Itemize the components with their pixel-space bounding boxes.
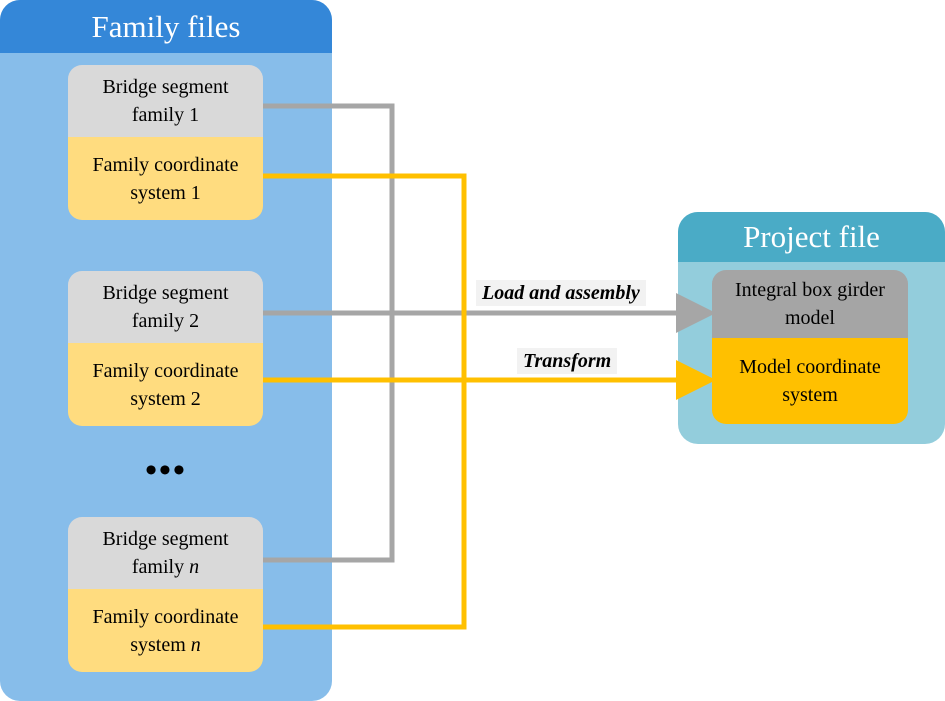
- segment-label-prefix: family: [131, 310, 190, 332]
- family-coordinate-system-n: Family coordinate system n: [68, 589, 263, 672]
- project-file-title: Project file: [678, 212, 945, 262]
- family-coordinate-system-1: Family coordinate system 1: [68, 137, 263, 220]
- model-coordinate-system: Model coordinate system: [712, 338, 908, 424]
- family-card-n: Bridge segment family n Family coordinat…: [68, 517, 263, 672]
- coord-index: 2: [190, 387, 201, 410]
- coord-label-line1: Family coordinate: [92, 153, 239, 176]
- family-card-2: Bridge segment family 2 Family coordinat…: [68, 271, 263, 426]
- segment-index: 1: [189, 104, 200, 126]
- bridge-segment-family-n: Bridge segment family n: [68, 517, 263, 589]
- family-card-1: Bridge segment family 1 Family coordinat…: [68, 65, 263, 220]
- ellipsis-dots: •••: [145, 452, 187, 489]
- gray-connector-1: [263, 103, 395, 563]
- segment-label-line1: Bridge segment: [102, 76, 229, 98]
- transform-label: Transform: [517, 348, 618, 374]
- coord-label-prefix: system: [130, 633, 191, 656]
- family-coordinate-system-2: Family coordinate system 2: [68, 343, 263, 426]
- bridge-segment-family-2: Bridge segment family 2: [68, 271, 263, 343]
- family-files-title: Family files: [0, 0, 332, 53]
- coord-label-line1: Family coordinate: [92, 605, 239, 628]
- coord-index: n: [190, 633, 201, 656]
- coord-label-prefix: system: [130, 387, 191, 410]
- yellow-connector-1: [263, 173, 467, 630]
- coord-label-line1: Family coordinate: [92, 359, 239, 382]
- model-label-line1: Integral box girder: [735, 279, 885, 301]
- load-and-assembly-label: Load and assembly: [476, 280, 646, 306]
- integral-box-girder-model: Integral box girder model: [712, 270, 908, 338]
- segment-index: 2: [189, 310, 200, 332]
- coord-label-prefix: system: [130, 181, 191, 204]
- integral-box-girder-card: Integral box girder model Model coordina…: [712, 270, 908, 424]
- segment-index: n: [189, 556, 200, 578]
- segment-label-prefix: family: [131, 556, 190, 578]
- segment-label-line1: Bridge segment: [102, 528, 229, 550]
- model-coord-line2: system: [782, 384, 838, 406]
- segment-label-prefix: family: [131, 104, 190, 126]
- segment-label-line1: Bridge segment: [102, 282, 229, 304]
- model-label-line2: model: [784, 307, 835, 329]
- bridge-segment-family-1: Bridge segment family 1: [68, 65, 263, 137]
- model-coord-line1: Model coordinate: [739, 356, 881, 378]
- coord-index: 1: [190, 181, 201, 204]
